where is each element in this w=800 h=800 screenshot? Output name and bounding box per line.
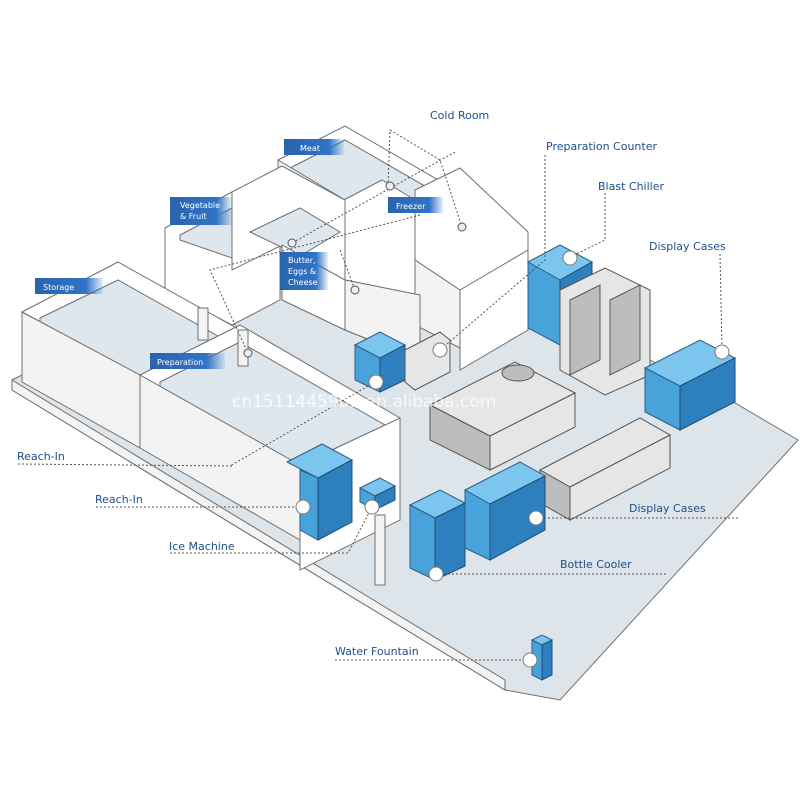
display-cases-back — [643, 339, 737, 431]
room-tag-butter-line2: Eggs & — [288, 267, 316, 276]
room-tag-vegetable-line1: Vegetable — [180, 201, 220, 210]
label-water-fountain: Water Fountain — [335, 645, 419, 658]
room-tag-butter: Butter, Eggs & Cheese — [280, 252, 328, 290]
room-tag-butter-line1: Butter, — [288, 256, 316, 265]
room-tag-vegetable: Vegetable & Fruit — [170, 197, 232, 225]
room-tag-freezer: Freezer — [388, 197, 443, 213]
room-tag-preparation-text: Preparation — [157, 358, 203, 367]
label-preparation-counter: Preparation Counter — [546, 140, 657, 153]
leader-lines — [17, 129, 740, 661]
room-tag-freezer-text: Freezer — [396, 202, 426, 211]
room-tag-butter-line3: Cheese — [288, 278, 318, 287]
label-cold-room: Cold Room — [430, 109, 489, 122]
label-display-cases-mid: Display Cases — [629, 502, 706, 515]
label-bottle-cooler: Bottle Cooler — [560, 558, 632, 571]
serving-counter — [538, 417, 672, 521]
cooking-island — [428, 361, 577, 471]
bottle-cooler-unit — [408, 489, 467, 581]
watermark-text: cn1511445909.en.alibaba.com — [232, 392, 496, 412]
callout-dots — [243, 181, 730, 668]
display-cases-front — [463, 461, 547, 561]
label-blast-chiller: Blast Chiller — [598, 180, 664, 193]
room-tag-meat: Meat — [284, 139, 344, 155]
room-tag-meat-text: Meat — [300, 144, 320, 153]
label-display-cases-top: Display Cases — [649, 240, 726, 253]
room-tag-preparation: Preparation — [150, 353, 225, 369]
room-tag-vegetable-line2: & Fruit — [180, 212, 207, 221]
room-tag-storage-text: Storage — [43, 283, 74, 292]
label-ice-machine: Ice Machine — [169, 540, 235, 553]
room-tag-storage: Storage — [35, 278, 103, 294]
reach-in-unit-prep — [285, 443, 354, 541]
label-reach-in-1: Reach-In — [17, 450, 65, 463]
blast-chiller-unit — [526, 244, 651, 396]
label-reach-in-2: Reach-In — [95, 493, 143, 506]
